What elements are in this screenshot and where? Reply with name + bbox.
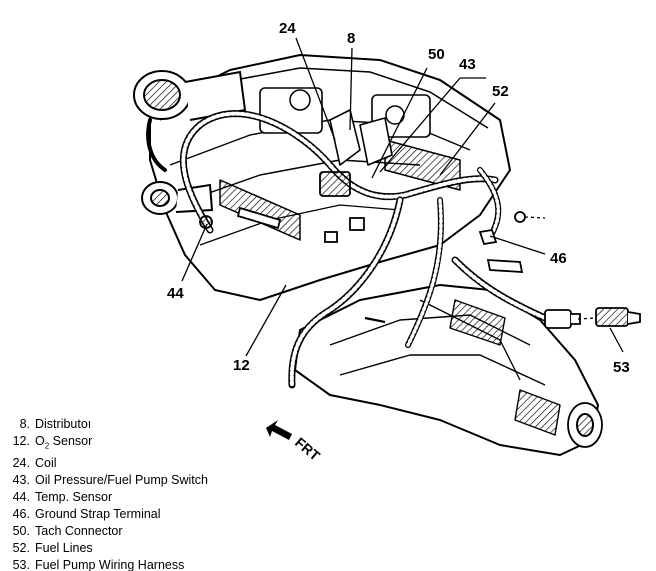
callout-43: 43	[459, 56, 476, 73]
callout-12: 12	[233, 357, 250, 374]
legend-item: 50.Tach Connector	[12, 523, 123, 538]
callout-50: 50	[428, 46, 445, 63]
callout-8: 8	[347, 30, 355, 47]
legend-item: 46.Ground Strap Terminal	[12, 507, 161, 522]
legend-item: 53.Fuel Pump Wiring Harness	[12, 557, 185, 571]
callout-24: 24	[279, 20, 296, 37]
parts-legend: 8.Distributoı 12.O2 Sensor 24.Coil 43.Oi…	[4, 416, 208, 571]
front-arrow-icon	[266, 420, 292, 440]
callout-44: 44	[167, 285, 184, 302]
callout-52: 52	[492, 83, 509, 100]
legend-item: 24.Coil	[12, 456, 57, 471]
legend-item: 52.Fuel Lines	[12, 540, 93, 555]
callout-46: 46	[550, 250, 567, 267]
transmission	[294, 284, 603, 456]
connectors	[199, 171, 641, 329]
direction-label: FRT	[292, 434, 323, 464]
front-arrow	[266, 420, 292, 440]
legend-item: 44.Temp. Sensor	[12, 490, 113, 505]
legend-item: 43.Oil Pressure/Fuel Pump Switch	[12, 473, 208, 488]
callout-53: 53	[613, 359, 630, 376]
leader-lines	[181, 37, 624, 357]
legend-item: 8.Distributoı	[19, 417, 92, 431]
air-intake	[133, 70, 247, 215]
legend-item: 12.O2 Sensor	[12, 433, 93, 451]
